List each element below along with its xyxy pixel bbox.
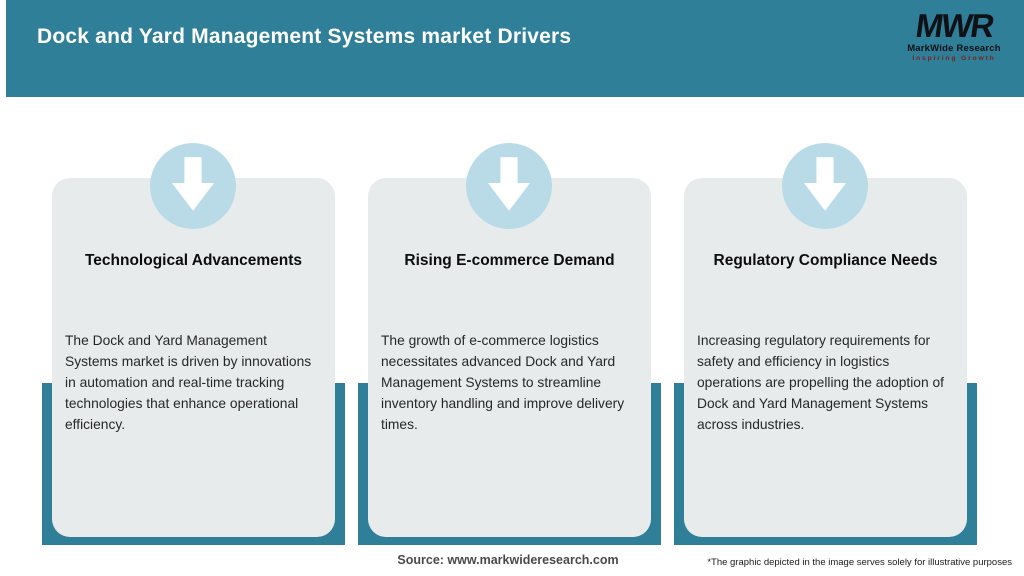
logo-tagline: Inspiring Growth: [912, 54, 996, 62]
brand-logo: MWR MarkWide Research Inspiring Growth: [898, 7, 1010, 62]
icon-badge: [782, 143, 868, 229]
logo-monogram: MWR: [913, 7, 995, 44]
arrow-down-icon: [488, 156, 530, 216]
card-body-text: The growth of e-commerce logistics neces…: [381, 333, 625, 432]
card-body-text: Increasing regulatory requirements for s…: [697, 333, 944, 432]
card-body-text: The Dock and Yard Management Systems mar…: [65, 333, 312, 432]
logo-company-name: MarkWide Research: [907, 43, 1001, 54]
card-title: Regulatory Compliance Needs: [713, 252, 938, 269]
footer-disclaimer: *The graphic depicted in the image serve…: [707, 557, 1012, 568]
header-bar: Dock and Yard Management Systems market …: [6, 0, 1024, 97]
arrow-down-icon: [172, 156, 214, 216]
driver-card-rising-ecommerce-demand: [368, 178, 651, 537]
icon-badge: [150, 143, 236, 229]
arrow-down-icon: [804, 156, 846, 216]
footer-source: Source: www.markwideresearch.com: [397, 553, 619, 567]
driver-card-regulatory-compliance-needs: [684, 178, 967, 537]
card-title: Rising E-commerce Demand: [404, 252, 615, 269]
card-title: Technological Advancements: [84, 252, 303, 269]
driver-card-technological-advancements: [52, 178, 335, 537]
page-title: Dock and Yard Management Systems market …: [37, 25, 572, 48]
icon-badge: [466, 143, 552, 229]
